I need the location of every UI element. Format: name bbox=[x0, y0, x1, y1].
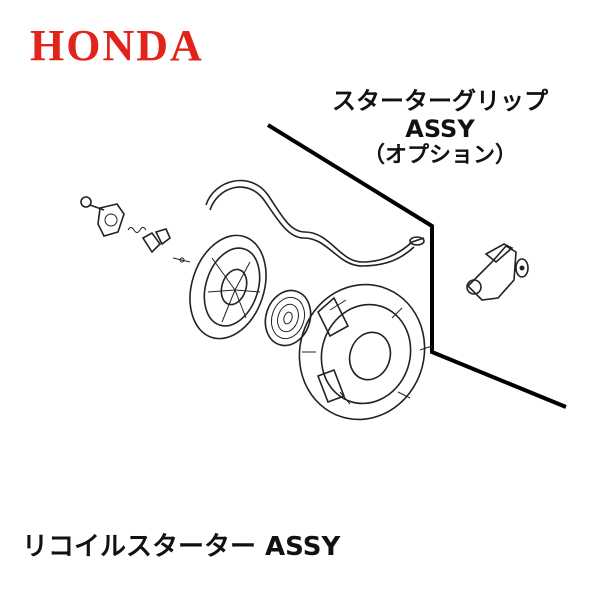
screw-icon bbox=[172, 257, 191, 263]
small-parts-group bbox=[80, 196, 191, 263]
bolt-icon bbox=[80, 196, 105, 211]
option-bracket-line bbox=[266, 123, 567, 409]
starter-reel-icon bbox=[189, 234, 267, 340]
recoil-starter-label: リコイルスターター ASSY bbox=[22, 532, 341, 562]
ratchet-pawl-icon bbox=[141, 228, 171, 254]
starter-case-icon bbox=[298, 283, 433, 421]
starter-grip-label-line2: ASSY bbox=[405, 114, 475, 143]
honda-logo: HONDA bbox=[30, 21, 204, 70]
honda-logo-text: HONDA bbox=[30, 21, 204, 70]
recoil-spring-icon bbox=[264, 289, 312, 347]
friction-plate-icon bbox=[97, 203, 125, 237]
spring-icon bbox=[127, 227, 147, 233]
starter-grip-label-line3: （オプション） bbox=[362, 143, 517, 169]
starter-grip-label-line1: スターターグリップ bbox=[332, 87, 548, 115]
starter-grip-label: スターターグリップ ASSY （オプション） bbox=[300, 87, 580, 169]
starter-rope-icon bbox=[205, 179, 425, 267]
starter-grip-icon bbox=[466, 243, 529, 301]
